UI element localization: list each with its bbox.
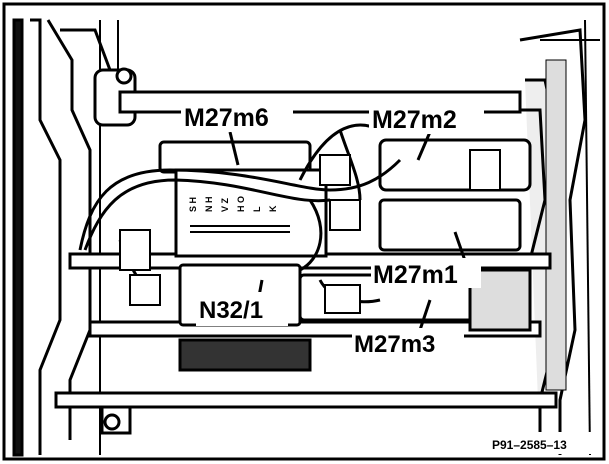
figure-reference: P91–2585–13	[492, 438, 567, 452]
svg-text:H O: H O	[236, 196, 246, 212]
label-m27m2: M27m2	[372, 106, 457, 134]
connectors	[119, 149, 501, 314]
label-m27m6: M27m6	[184, 104, 269, 132]
label-m27m1: M27m1	[373, 261, 458, 289]
svg-text:L: L	[252, 206, 262, 212]
control-module: S H N H V Z H O L K	[174, 168, 328, 258]
label-n32-1: N32/1	[199, 297, 263, 324]
svg-text:K: K	[268, 205, 278, 212]
label-backgrounds	[181, 100, 602, 454]
svg-text:N H: N H	[204, 197, 214, 213]
svg-text:V Z: V Z	[220, 197, 230, 212]
svg-text:S H: S H	[188, 197, 198, 212]
label-m27m3: M27m3	[354, 331, 435, 358]
